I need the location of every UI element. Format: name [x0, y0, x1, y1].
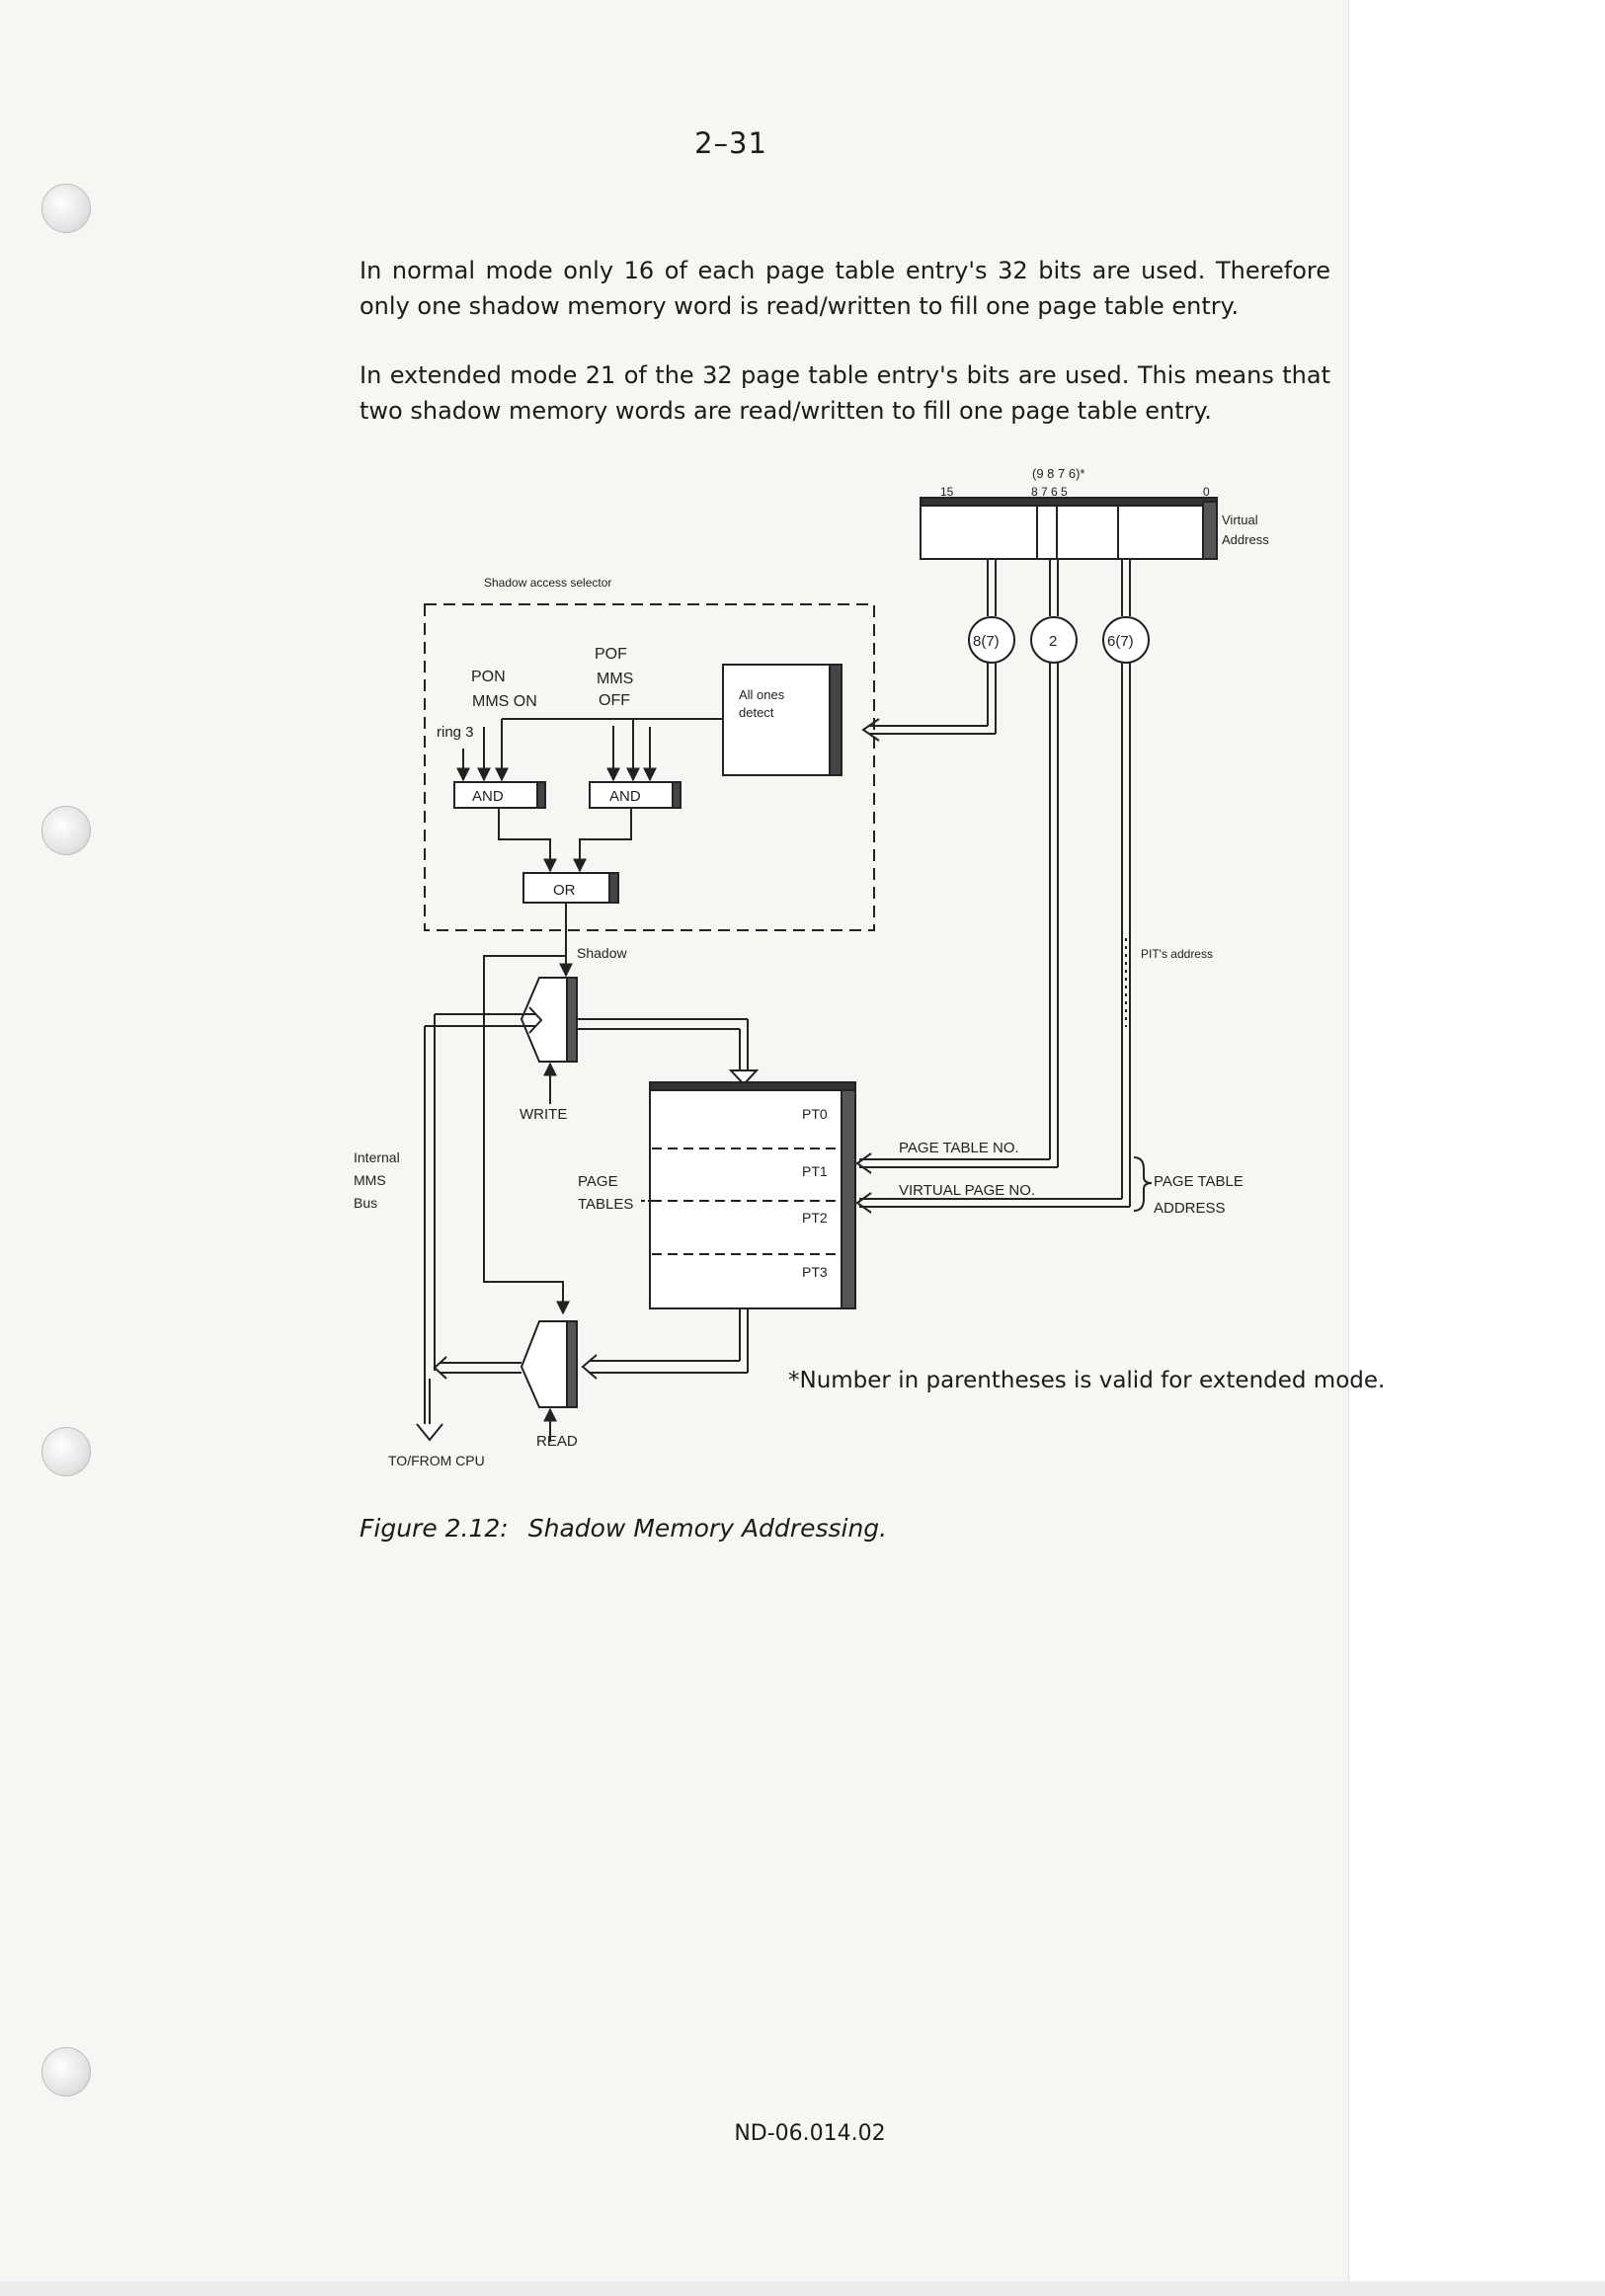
read-label: READ	[536, 1433, 578, 1450]
page-table-address-label-2: ADDRESS	[1154, 1200, 1226, 1217]
or-gate-label: OR	[553, 882, 576, 899]
internal-mms-bus-label-2: MMS	[354, 1172, 386, 1188]
pon-label: PON	[471, 669, 506, 685]
internal-mms-bus-label-1: Internal	[354, 1149, 400, 1165]
write-buffer	[520, 977, 578, 1063]
shadow-label: Shadow	[577, 945, 627, 961]
pt0-label: PT0	[802, 1106, 828, 1122]
pt2-label: PT2	[802, 1210, 828, 1226]
mms-off-label-2: OFF	[599, 692, 630, 709]
bit-label-normal: 8 7 6 5	[1031, 485, 1068, 499]
figure-caption: Figure 2.12: Shadow Memory Addressing.	[360, 1514, 887, 1543]
shadow-access-selector-label: Shadow access selector	[484, 576, 611, 590]
all-ones-detect-label-1: All ones	[739, 687, 785, 702]
virtual-address-label-1: Virtual	[1222, 513, 1258, 527]
ring3-label: ring 3	[437, 724, 474, 741]
circle-right-label: 6(7)	[1107, 633, 1134, 650]
paragraph-normal-mode: In normal mode only 16 of each page tabl…	[360, 257, 1330, 320]
bit-label-extended: (9 8 7 6)*	[1032, 466, 1084, 481]
all-ones-detect-label-2: detect	[739, 705, 774, 720]
document-id: ND-06.014.02	[734, 2121, 886, 2146]
paragraph-extended-mode: In extended mode 21 of the 32 page table…	[360, 361, 1330, 425]
page-tables-label-2: TABLES	[578, 1196, 633, 1213]
pt3-label: PT3	[802, 1264, 828, 1280]
pit-address-label: PIT's address	[1141, 947, 1213, 961]
circle-left-label: 8(7)	[973, 633, 1000, 650]
bit-count-circle-middle	[1030, 616, 1078, 664]
page-table-address-label-1: PAGE TABLE	[1154, 1173, 1244, 1190]
shadow-access-selector-box	[424, 603, 875, 931]
internal-mms-bus-label-3: Bus	[354, 1195, 377, 1211]
page-tables-label-1: PAGE	[578, 1173, 618, 1190]
pt1-label: PT1	[802, 1163, 828, 1179]
virtual-page-no-label: VIRTUAL PAGE NO.	[899, 1182, 1035, 1199]
bit-label-0: 0	[1203, 485, 1210, 499]
bit-count-circle-right	[1102, 616, 1150, 664]
page-table-no-label: PAGE TABLE NO.	[899, 1140, 1019, 1156]
punch-hole	[41, 806, 91, 855]
page-margin	[1348, 0, 1605, 2296]
virtual-address-label-2: Address	[1222, 532, 1269, 547]
page-number: 2–31	[694, 126, 767, 160]
and-gate-left-label: AND	[472, 788, 504, 805]
to-from-cpu-label: TO/FROM CPU	[388, 1453, 485, 1468]
mms-off-label-1: MMS	[597, 671, 633, 687]
bit-label-15: 15	[940, 485, 954, 499]
page-bottom-edge	[0, 2281, 1605, 2296]
virtual-address-register	[920, 497, 1218, 560]
bit-count-circle-left	[968, 616, 1015, 664]
punch-hole	[41, 2047, 91, 2097]
punch-hole	[41, 1427, 91, 1476]
mms-on-label: MMS ON	[472, 693, 537, 710]
and-gate-left	[453, 781, 546, 809]
and-gate-right-label: AND	[609, 788, 641, 805]
figure-caption-label: Figure 2.12:	[360, 1514, 509, 1543]
read-buffer	[520, 1320, 578, 1408]
figure-footnote: *Number in parentheses is valid for exte…	[788, 1368, 1386, 1393]
page-tables-memory	[649, 1081, 856, 1309]
figure-caption-title: Shadow Memory Addressing.	[527, 1514, 888, 1543]
pof-label: POF	[595, 646, 627, 663]
all-ones-detect-box	[722, 664, 843, 776]
punch-hole	[41, 184, 91, 233]
or-gate	[522, 872, 619, 904]
circle-middle-label: 2	[1049, 633, 1057, 650]
write-label: WRITE	[520, 1106, 567, 1123]
